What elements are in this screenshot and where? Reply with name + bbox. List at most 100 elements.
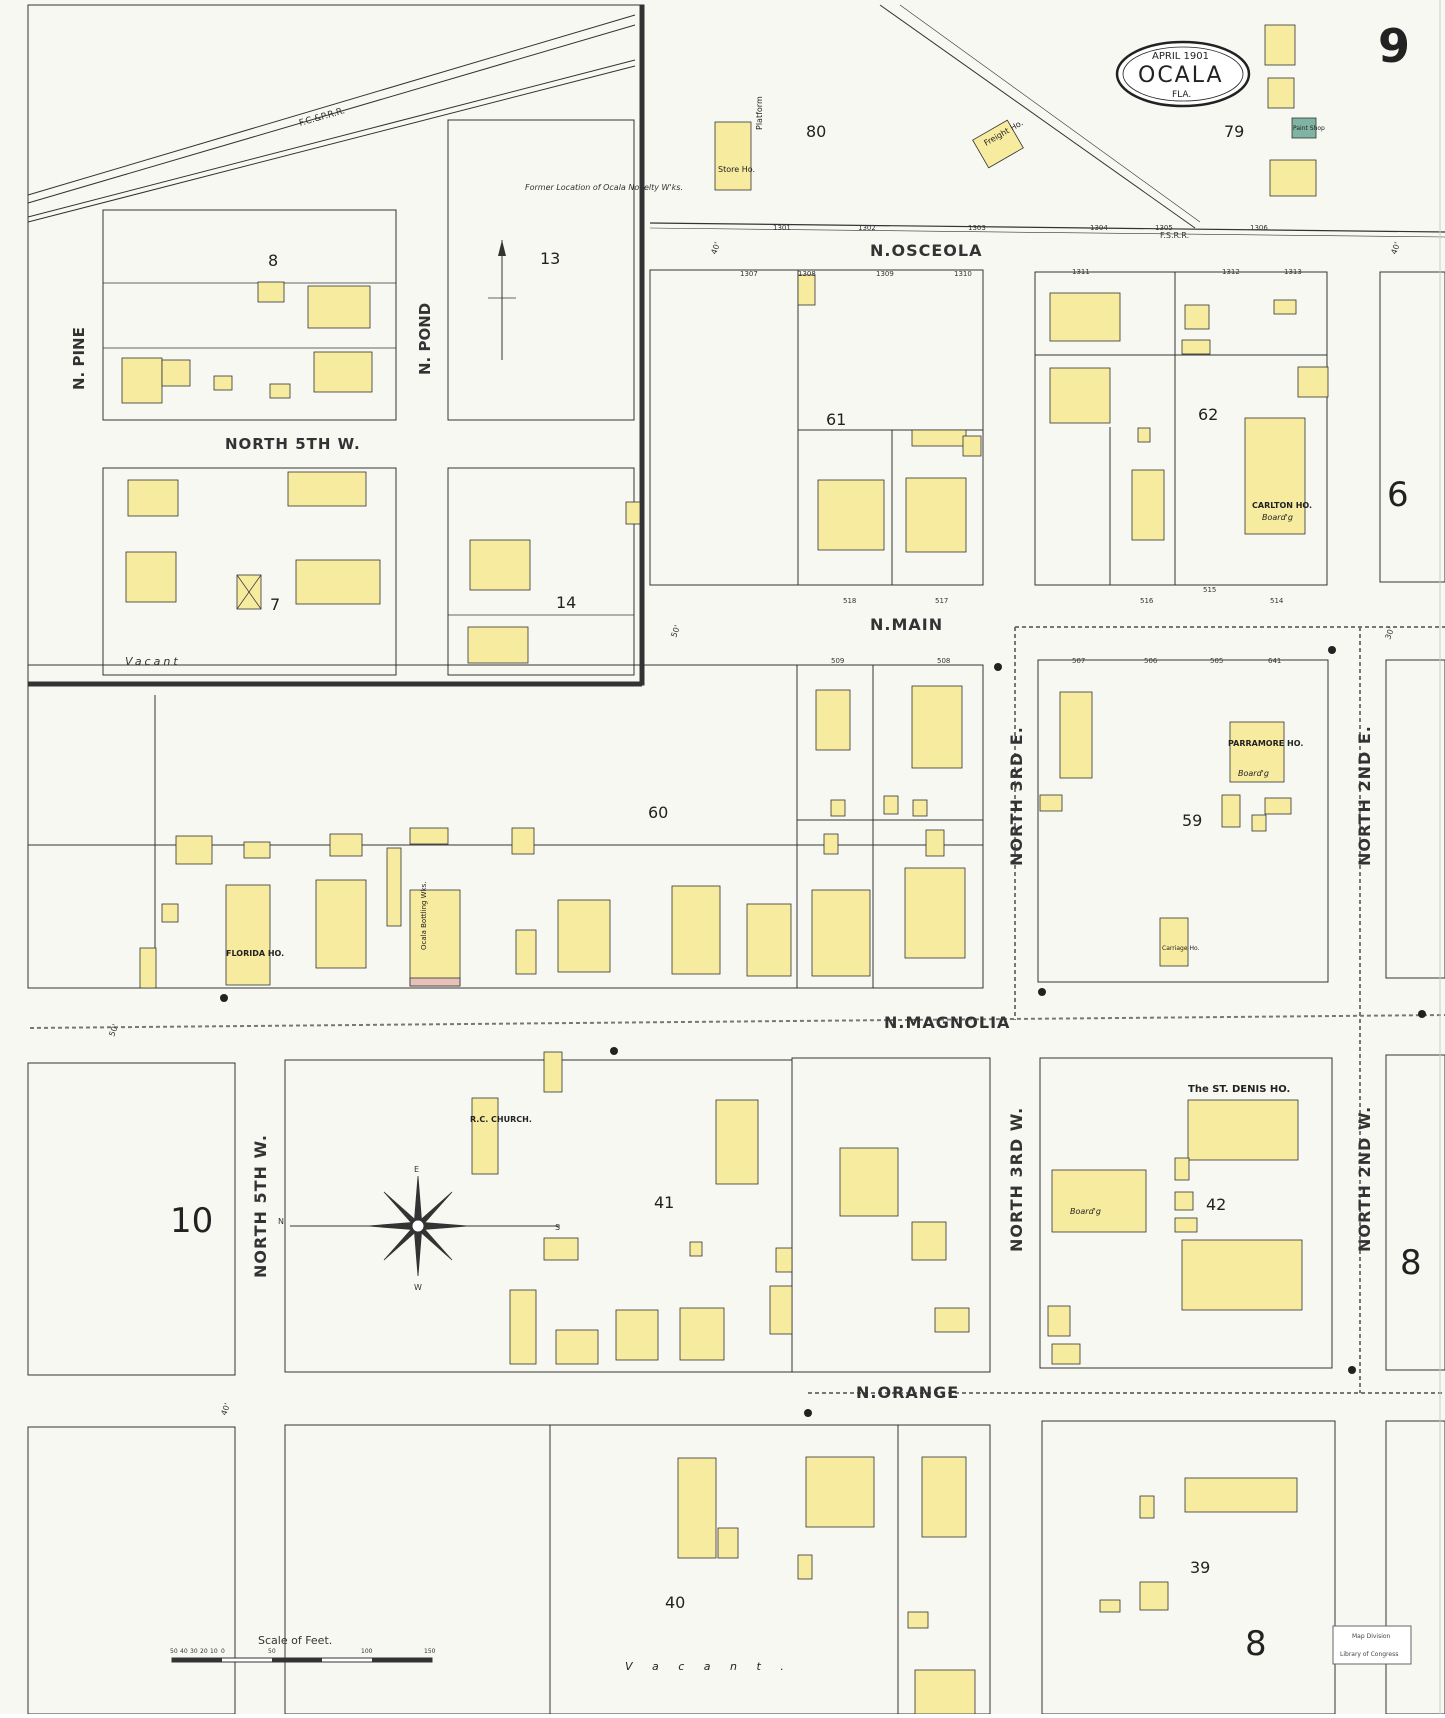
compass-w: W	[414, 1283, 422, 1292]
building	[797, 274, 816, 306]
water-pipe-lines	[29, 626, 1445, 1394]
label-carriage: Carriage Ho.	[1162, 945, 1200, 952]
block-number: 79	[1224, 122, 1244, 141]
building	[934, 1307, 970, 1333]
address: 517	[935, 597, 948, 605]
compass-n: N	[278, 1217, 284, 1226]
building	[121, 357, 163, 404]
inset-block-13	[447, 119, 635, 421]
parramore-house	[1229, 721, 1285, 783]
building	[307, 285, 371, 329]
building	[1049, 367, 1111, 424]
scale-tick: 40	[180, 1648, 188, 1655]
label-carlton-sub: Board'g	[1262, 513, 1293, 522]
boarding-house	[1051, 1169, 1147, 1233]
building	[1139, 1581, 1169, 1611]
label-platform: Platform	[755, 96, 764, 130]
carlton-house	[1244, 417, 1306, 535]
building	[509, 1289, 537, 1365]
building	[1047, 1305, 1071, 1337]
railroad-fsrr: F.S.R.R.	[649, 4, 1445, 240]
building	[904, 867, 966, 959]
street-widths: 40' 50' 50' 40' 40' 30'	[107, 241, 1402, 1417]
building	[1137, 427, 1151, 443]
block-number: 7	[270, 595, 280, 614]
street-north-pond: N. POND	[416, 303, 434, 375]
building	[315, 879, 367, 969]
compass-s: S	[555, 1223, 560, 1232]
building	[1049, 292, 1121, 342]
label-vacant-lower: V a c a n t .	[625, 1660, 792, 1673]
building	[823, 833, 839, 855]
street-n-osceola: N.OSCEOLA	[870, 241, 982, 260]
building	[911, 1221, 947, 1261]
map-state: FLA.	[1172, 90, 1191, 100]
carriage-house	[1159, 917, 1189, 967]
address: 1312	[1222, 268, 1240, 276]
building	[1264, 797, 1292, 815]
building	[1139, 1495, 1155, 1519]
building	[1051, 1343, 1081, 1365]
block-number: 42	[1206, 1195, 1226, 1214]
building	[817, 479, 885, 551]
label-boarding: Board'g	[1070, 1207, 1101, 1216]
building	[287, 471, 367, 507]
block-number: 80	[806, 122, 826, 141]
street-north-5th-w: NORTH 5TH W.	[251, 1134, 270, 1278]
rc-church	[471, 1097, 499, 1175]
inset-block-7	[102, 467, 397, 676]
label-store: Store Ho.	[718, 165, 755, 174]
freight-house	[972, 119, 1024, 169]
building	[555, 1329, 599, 1365]
street-north-2nd-e: NORTH 2ND E.	[1355, 725, 1374, 866]
adjacent-sheet-number: 8	[1400, 1243, 1422, 1283]
street-n-magnolia: N.MAGNOLIA	[884, 1013, 1010, 1032]
florida-house	[225, 884, 271, 986]
building	[905, 477, 967, 553]
building	[1267, 77, 1295, 109]
label-bottling: Ocala Bottling Wks.	[420, 881, 428, 950]
railroad-label: F.S.R.R.	[1160, 231, 1189, 240]
title-cartouche: APRIL 1901 OCALA FLA.	[1115, 40, 1251, 108]
block-number: 40	[665, 1593, 685, 1612]
address: 506	[1144, 657, 1158, 665]
block-number: 59	[1182, 811, 1202, 830]
inset-vacant-label: Vacant	[125, 655, 181, 668]
address: 508	[937, 657, 950, 665]
address: 1302	[858, 224, 876, 232]
width-label: 40'	[219, 1402, 232, 1417]
building	[805, 1456, 875, 1528]
building	[469, 539, 531, 591]
building	[797, 1554, 813, 1580]
building	[313, 351, 373, 393]
inset-block-14	[447, 467, 635, 676]
building	[127, 479, 179, 517]
building	[1039, 794, 1063, 812]
block-number: 60	[648, 803, 668, 822]
building	[295, 559, 381, 605]
building	[830, 799, 846, 817]
building	[921, 1456, 967, 1538]
building	[467, 626, 529, 664]
address: 516	[1140, 597, 1154, 605]
building	[175, 835, 213, 865]
street-north-3rd-e: NORTH 3RD E.	[1007, 726, 1026, 866]
building	[962, 435, 982, 457]
building	[717, 1527, 739, 1559]
street-north-3rd-w: NORTH 3RD W.	[1007, 1107, 1026, 1252]
building	[907, 1611, 929, 1629]
compass-rose: E W N S	[278, 1165, 560, 1292]
brick-building	[409, 977, 461, 987]
width-label: 50'	[669, 624, 682, 639]
building	[511, 827, 535, 855]
st-denis-house	[1187, 1099, 1299, 1161]
address: 1311	[1072, 268, 1090, 276]
street-north-pine: N. PINE	[70, 327, 88, 390]
width-label: 40'	[1389, 241, 1402, 256]
building	[1099, 1599, 1121, 1613]
building	[1221, 794, 1241, 828]
building	[543, 1051, 563, 1093]
street-north-5th-inset: NORTH 5TH W.	[225, 435, 361, 453]
